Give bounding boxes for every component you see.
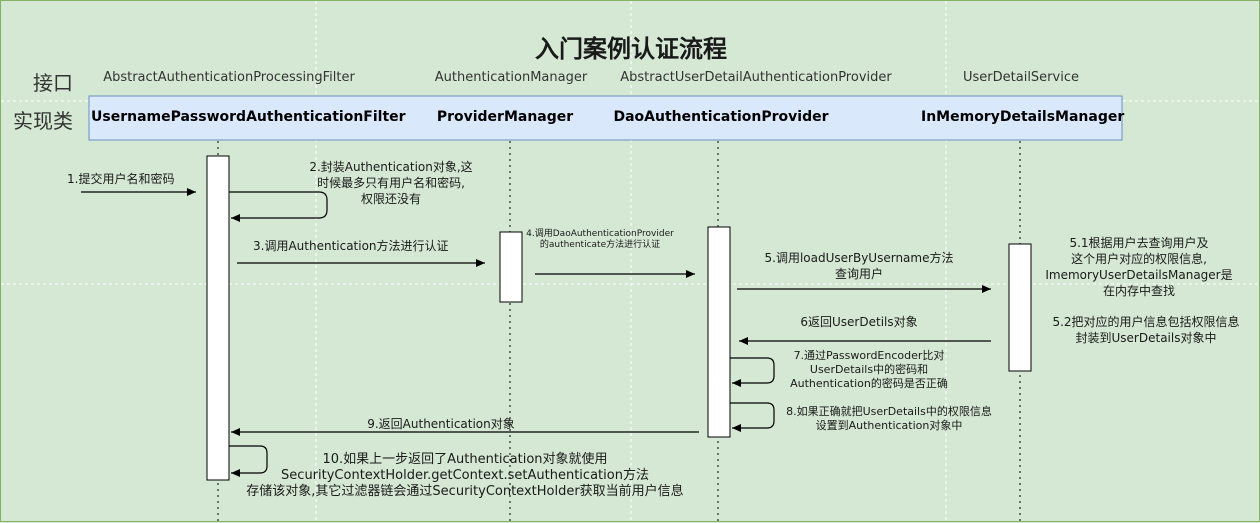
message-8-label: 8.如果正确就把UserDetails中的权限信息 设置到Authenticat… — [786, 405, 992, 432]
row-label-implementation: 实现类 — [13, 109, 73, 133]
message-9-label: 9.返回Authentication对象 — [367, 417, 515, 431]
message-5-1-label: 5.1根据用户去查询用户及 这个用户对应的权限信息, ImemoryUserDe… — [1045, 236, 1233, 298]
message-5-label: 5.调用loadUserByUsername方法 查询用户 — [764, 251, 954, 281]
diagram-title: 入门案例认证流程 — [535, 34, 727, 63]
arrow-10-self[interactable] — [229, 445, 268, 477]
interface-auth-manager: AuthenticationManager — [434, 70, 588, 85]
message-6-label: 6返回UserDetils对象 — [800, 315, 918, 329]
message-7-label: 7.通过PasswordEncoder比对 UserDetails中的密码和 A… — [790, 349, 948, 390]
message-1-label: 1.提交用户名和密码 — [67, 172, 175, 186]
activation-details-manager[interactable] — [1008, 243, 1032, 372]
message-5-2-label: 5.2把对应的用户信息包括权限信息 封装到UserDetails对象中 — [1052, 315, 1240, 345]
activation-dao-provider[interactable] — [707, 226, 731, 438]
interface-user-detail-service: UserDetailService — [963, 70, 1079, 85]
message-3-label: 3.调用Authentication方法进行认证 — [253, 239, 449, 253]
interface-abstract-auth-filter: AbstractAuthenticationProcessingFilter — [103, 70, 355, 85]
impl-provider-manager: ProviderManager — [436, 109, 574, 125]
activation-filter[interactable] — [206, 155, 230, 481]
interface-abstract-provider: AbstractUserDetailAuthenticationProvider — [620, 70, 892, 85]
implementation-band[interactable] — [88, 95, 1123, 141]
arrow-2-self[interactable] — [229, 191, 328, 222]
message-2-label: 2.封装Authentication对象,这 时候最多只有用户名和密码, 权限还… — [309, 160, 473, 206]
row-label-interface: 接口 — [33, 71, 73, 95]
impl-dao-provider: DaoAuthenticationProvider — [613, 109, 829, 125]
activation-provider-manager[interactable] — [499, 231, 523, 303]
arrow-8-self[interactable] — [730, 402, 775, 432]
message-10-label: 10.如果上一步返回了Authentication对象就使用 SecurityC… — [246, 452, 684, 499]
impl-username-password-filter: UsernamePasswordAuthenticationFilter — [91, 109, 406, 125]
arrow-7-self[interactable] — [730, 357, 775, 387]
impl-details-manager: InMemoryDetailsManager — [921, 109, 1125, 125]
message-4-label: 4.调用DaoAuthenticationProvider 的authentic… — [526, 229, 674, 250]
